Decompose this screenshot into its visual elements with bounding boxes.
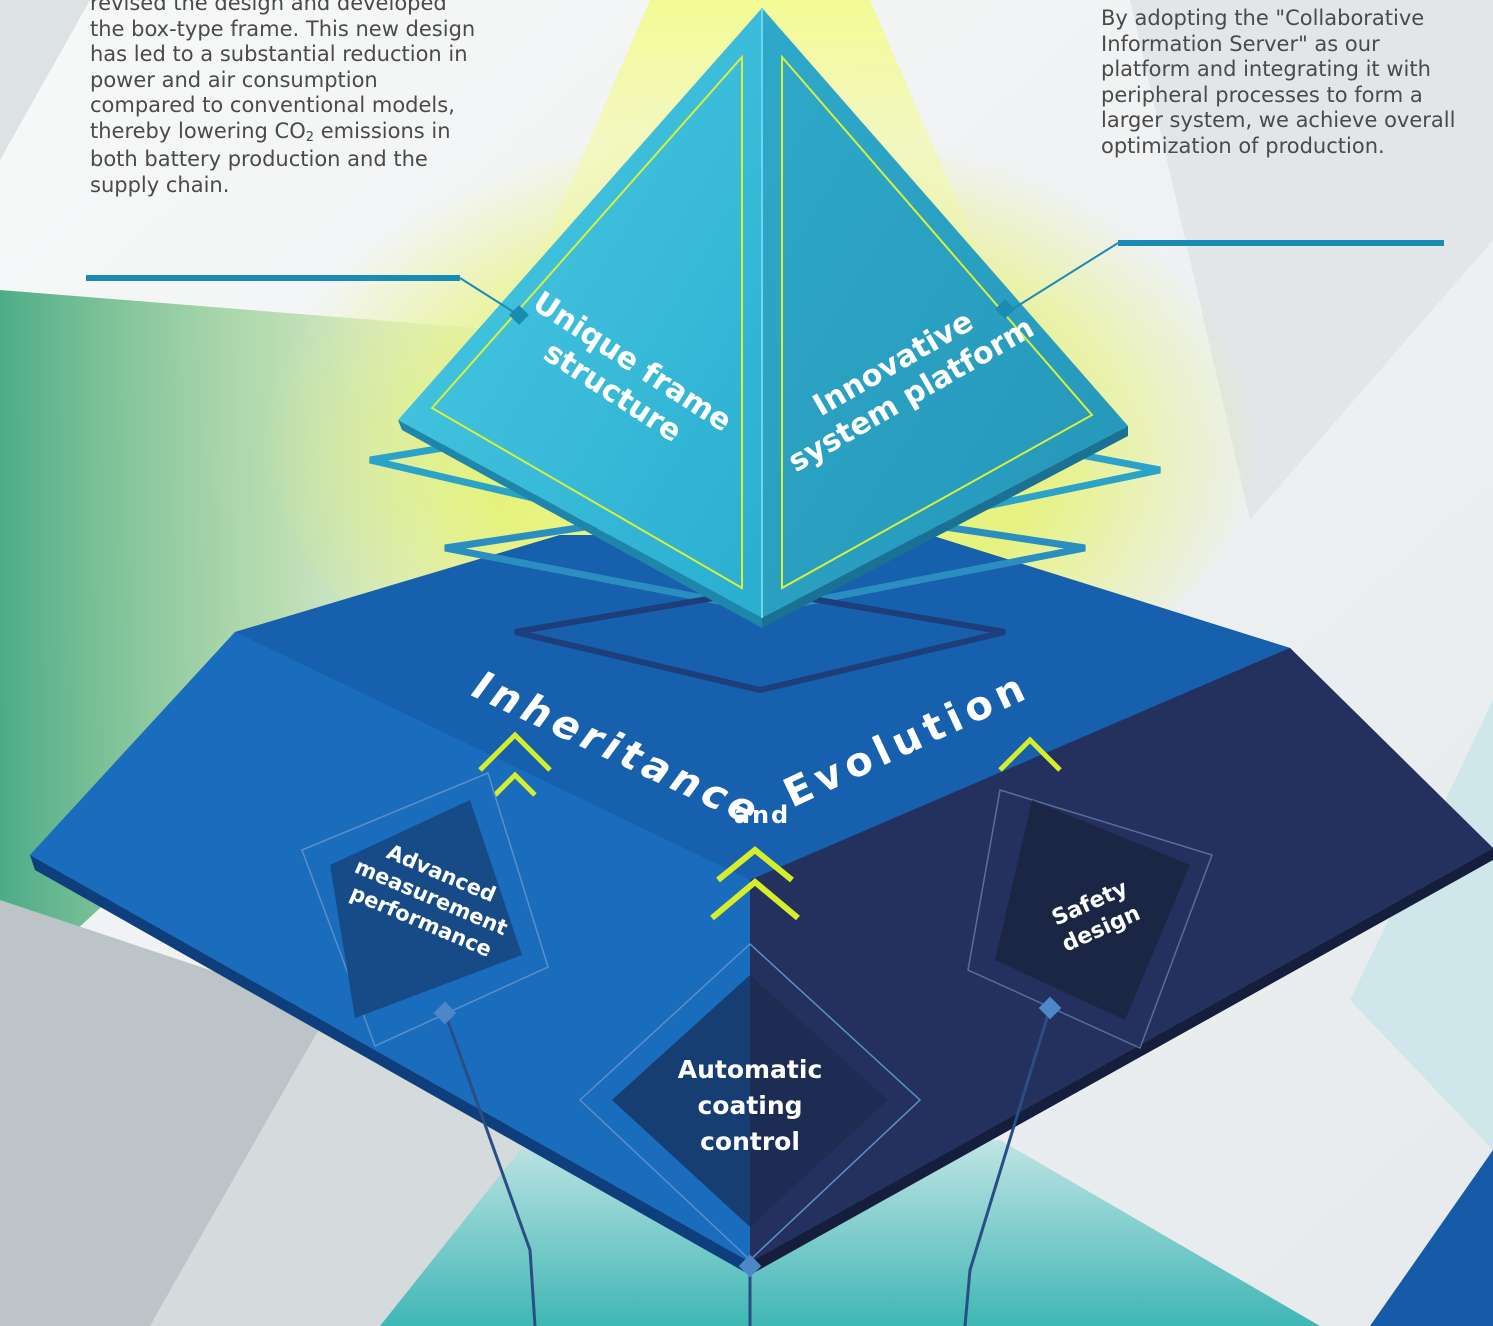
- left-description: revised the design and developed the box…: [90, 0, 510, 198]
- floating-frame: [514, 586, 1006, 694]
- right-line: By adopting the "Collaborative: [1101, 6, 1425, 30]
- left-diamond-label: Advanced measurement performance: [347, 840, 511, 962]
- co2-prefix: thereby lowering CO: [90, 118, 306, 143]
- left-diamond: [330, 800, 522, 1018]
- center-diamond-line1: Automatic: [678, 1055, 823, 1084]
- right-line: Information Server" as our: [1101, 31, 1380, 56]
- right-description: By adopting the "Collaborative Informati…: [1101, 6, 1491, 159]
- chevron-up-icon: [998, 736, 1062, 772]
- slogan-and: and: [734, 801, 790, 829]
- leader-line-left: [459, 277, 521, 317]
- right-line: larger system, we achieve overall: [1101, 108, 1456, 132]
- center-diamond-line3: control: [700, 1127, 800, 1156]
- chevron-up-icon: [478, 731, 552, 797]
- connector-lines: [443, 1007, 1052, 1326]
- left-line: supply chain.: [90, 172, 230, 197]
- left-line: both battery production and the: [90, 147, 428, 171]
- pyramid-inner-outline: [430, 54, 743, 590]
- left-line: compared to conventional models,: [90, 93, 455, 117]
- co2-subscript: 2: [305, 129, 315, 145]
- right-diamond-outline: [967, 789, 1213, 1050]
- center-diamond-shade: [750, 975, 888, 1227]
- bg-teal-light: [1350, 700, 1493, 1150]
- base-edge: [750, 848, 1493, 1275]
- center-diamond-line2: coating: [697, 1091, 802, 1120]
- co2-suffix: emissions in: [314, 118, 451, 143]
- pyramid-edge: [398, 420, 762, 628]
- left-line: has led to a substantial reduction in: [90, 42, 468, 66]
- bg-floor-shadow: [0, 900, 330, 1326]
- chevron-up-icon: [710, 846, 800, 921]
- right-line: optimization of production.: [1101, 133, 1385, 158]
- right-line: platform and integrating it with: [1101, 57, 1431, 81]
- pyramid-left-face: [398, 8, 762, 618]
- base-inner-top: [235, 535, 1290, 880]
- corner-blue-panel: [1370, 1150, 1493, 1326]
- right-line: peripheral processes to form a: [1101, 82, 1423, 107]
- left-line: revised the design and developed: [90, 0, 447, 15]
- left-line: the box-type frame. This new design: [90, 16, 476, 41]
- pyramid-right-face: [762, 8, 1128, 618]
- pyramid-inner-outline: [781, 54, 1094, 590]
- pyramid-edge: [762, 426, 1128, 628]
- leader-node: [995, 299, 1015, 319]
- leader-node: [509, 305, 529, 325]
- right-diamond: [995, 800, 1190, 1020]
- left-line-co2: thereby lowering CO2 emissions in: [90, 119, 510, 148]
- connector-nodes: [433, 996, 1062, 1278]
- bg-beam: [0, 0, 90, 160]
- leader-line-right: [1007, 242, 1119, 313]
- base-edge: [30, 855, 750, 1275]
- left-line: power and air consumption: [90, 67, 378, 92]
